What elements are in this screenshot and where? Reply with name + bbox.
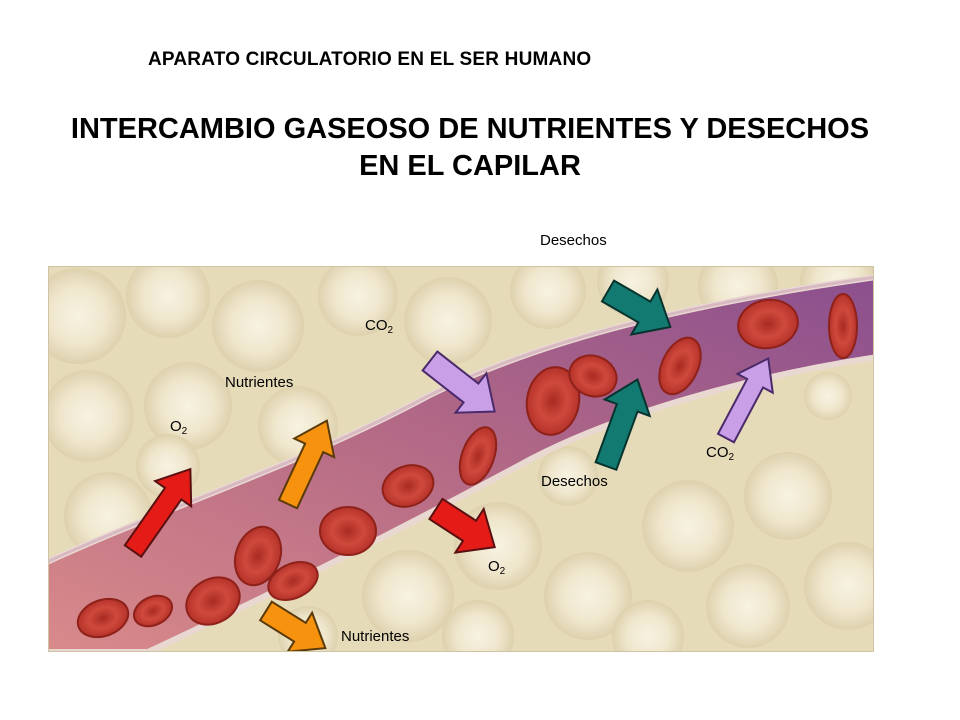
- title-line-2: EN EL CAPILAR: [359, 150, 581, 182]
- page-title: INTERCAMBIO GASEOSO DE NUTRIENTES Y DESE…: [20, 111, 920, 185]
- label-co2-right: CO2: [706, 444, 735, 463]
- label-co2-top: CO2: [365, 317, 394, 336]
- page-heading: APARATO CIRCULATORIO EN EL SER HUMANO: [148, 49, 592, 70]
- red-blood-cells: [76, 293, 858, 639]
- label-nutrientes-bottom: Nutrientes: [341, 628, 410, 645]
- capillary-illustration: [48, 266, 874, 652]
- waste-arrow-mid: [594, 378, 652, 472]
- o2-arrow-left: [123, 467, 193, 559]
- label-o2-left: O2: [170, 418, 188, 437]
- o2-arrow-bottom: [428, 497, 496, 554]
- label-o2-bottom: O2: [488, 558, 506, 577]
- label-desechos-mid: Desechos: [541, 473, 608, 490]
- waste-arrow-top: [600, 279, 672, 336]
- nutrient-arrow-left: [277, 419, 336, 510]
- nutrient-arrow-bottom: [258, 600, 327, 652]
- co2-arrow-right: [716, 357, 775, 444]
- title-line-1: INTERCAMBIO GASEOSO DE NUTRIENTES Y DESE…: [70, 113, 870, 145]
- label-desechos-top: Desechos: [540, 232, 607, 249]
- label-nutrientes-left: Nutrientes: [225, 374, 294, 391]
- co2-arrow-top: [421, 350, 496, 414]
